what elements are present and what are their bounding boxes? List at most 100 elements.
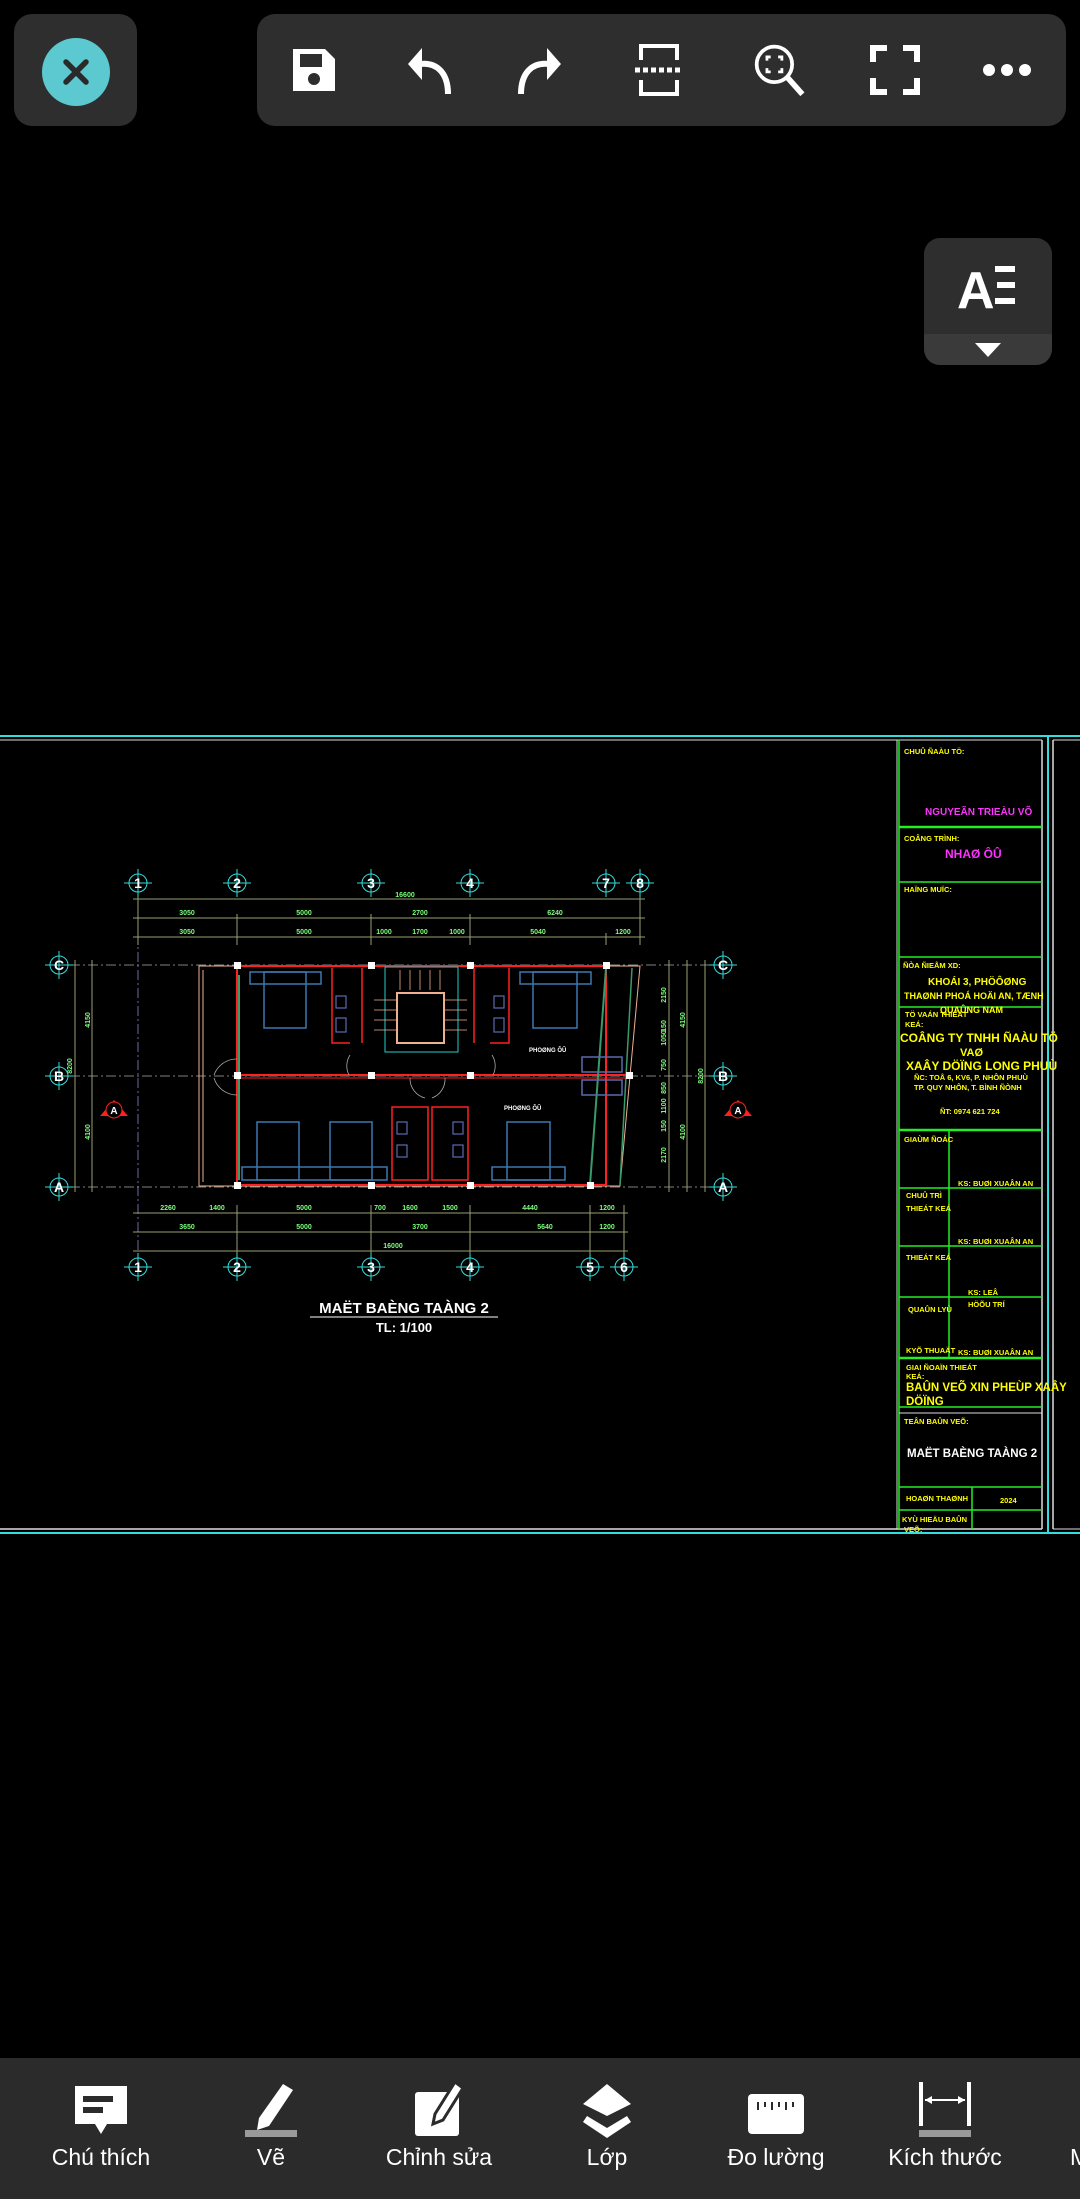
edit-label: Chỉnh sửa	[385, 2144, 493, 2170]
grid-bubble: B	[45, 1062, 73, 1090]
grid-bubble-crosshair	[709, 1173, 737, 1201]
plan-title: MAËT BAÈNG TAÀNG 2	[319, 1300, 489, 1317]
consultant-label-1: TÖ VAÁN THIEÁT	[905, 1010, 968, 1019]
location-label: ÑÒA ÑIEÅM XD:	[903, 961, 961, 970]
grid-bubble-crosshair	[456, 1253, 484, 1281]
grid-bubble-label: 1	[134, 875, 142, 891]
dim-label: 150	[661, 1120, 668, 1132]
more-button[interactable]	[979, 42, 1035, 98]
edit-tool[interactable]: Chỉnh sửa	[359, 2058, 519, 2199]
dim-label: 4100	[85, 1124, 92, 1140]
completed-label: HOAØN THAØNH	[906, 1494, 968, 1503]
dimension-icon	[919, 2082, 971, 2137]
grid-bubble-crosshair	[709, 1062, 737, 1090]
layers-label: Lớp	[586, 2144, 628, 2170]
room-label: PHOØNG ÔÛ	[529, 1046, 566, 1054]
dim-label: 150	[661, 1020, 668, 1032]
grid-bubble: A	[45, 1173, 73, 1201]
text-style-button[interactable]: A	[924, 238, 1052, 365]
dim-label: 4100	[680, 1124, 687, 1140]
grid-bubble-label: 8	[636, 875, 644, 891]
qc-label-2: KYÕ THUAÄT	[906, 1346, 956, 1355]
room-label: PHOØNG ÔÛ	[504, 1104, 541, 1112]
floor-plan: 16600 3050 5000 2700 6240 3050 5000 1000…	[45, 869, 752, 1335]
dim-label: 3050	[179, 910, 195, 917]
location-line-3: QUAÛNG NAM	[940, 1004, 1003, 1015]
designer-name-1: KS: LEÂ	[968, 1288, 999, 1297]
dimension-labels: 16600 3050 5000 2700 6240 3050 5000 1000…	[67, 892, 705, 1250]
bottom-toolbar: Chú thích Vẽ Chỉnh sửa Lớp Đo lường Kích…	[0, 2058, 1080, 2199]
grid-bubble-label: 1	[134, 1259, 142, 1275]
section-marker-right: A	[724, 1100, 752, 1119]
text-style-icon: A	[957, 262, 1015, 312]
director-label: GIAÙM ÑOÁC	[904, 1135, 954, 1144]
grid-bubble-crosshair	[223, 869, 251, 897]
close-button[interactable]	[42, 38, 110, 106]
grid-bubble-crosshair	[592, 869, 620, 897]
redo-button[interactable]	[513, 42, 569, 98]
grid-bubble-crosshair	[576, 1253, 604, 1281]
draw-tool[interactable]: Vẽ	[191, 2058, 351, 2199]
more-icon	[983, 64, 1031, 76]
save-button[interactable]	[286, 42, 342, 98]
grid-bubble-label: 5	[586, 1259, 594, 1275]
designer-name-2: HÖÕU TRÍ	[968, 1300, 1006, 1309]
location-line-2: THAØNH PHOÁ HOÄI AN, TÆNH	[904, 991, 1044, 1001]
dim-label: 700	[374, 1205, 386, 1212]
dim-label: 2700	[412, 910, 428, 917]
grid-bubble-crosshair	[124, 1253, 152, 1281]
zoom-extents-button[interactable]	[752, 42, 808, 98]
draw-label: Vẽ	[256, 2144, 286, 2170]
fullscreen-button[interactable]	[867, 42, 923, 98]
item-label: HAÏNG MUÏC:	[904, 885, 952, 894]
close-icon	[63, 59, 89, 85]
undo-button[interactable]	[400, 42, 456, 98]
completed-year: 2024	[1000, 1496, 1018, 1505]
grid-bubble: 2	[223, 1253, 251, 1281]
grid-bubble-crosshair	[709, 951, 737, 979]
balcony-railings	[581, 1056, 623, 1096]
dimension-lines	[74, 895, 706, 1255]
grid-bubble-label: 2	[233, 875, 241, 891]
annotate-tool[interactable]: Chú thích	[21, 2058, 181, 2199]
grid-bubble-crosshair	[456, 869, 484, 897]
grid-bubble: B	[709, 1062, 737, 1090]
grid-bubble-crosshair	[45, 951, 73, 979]
columns	[234, 962, 633, 1189]
text-style-glyph: A	[957, 262, 995, 312]
phase-label-2: KEÁ:	[906, 1372, 924, 1381]
grid-bubble-crosshair	[357, 1253, 385, 1281]
phase-value-1: BAÛN VEÕ XIN PHEÙP XAÂY	[906, 1381, 1067, 1394]
dim-label: 5000	[296, 929, 312, 936]
grid-bubble: 7	[592, 869, 620, 897]
plan-scale: TL: 1/100	[376, 1320, 432, 1335]
grid-bubble: 1	[124, 1253, 152, 1281]
phase-value-2: DÖÏNG	[906, 1395, 944, 1408]
grid-bubble-crosshair	[45, 1062, 73, 1090]
dim-label: 1700	[412, 929, 428, 936]
qc-label-1: QUAÛN LYÙ	[908, 1305, 952, 1314]
measure-tool[interactable]: Đo lường	[696, 2058, 856, 2199]
layers-tool[interactable]: Lớp	[527, 2058, 687, 2199]
grid-bubble-label: B	[718, 1068, 728, 1084]
staircase	[374, 966, 467, 1053]
dim-label: 5640	[537, 1224, 553, 1231]
ruler-icon	[748, 2094, 804, 2134]
dim-label: 1000	[449, 929, 465, 936]
split-view-button[interactable]	[631, 42, 687, 98]
dim-label: 1050	[661, 1030, 668, 1046]
grid-bubble-label: C	[54, 957, 64, 973]
more-tools-label: M	[1070, 2144, 1080, 2170]
company-address-2: TP. QUY NHÔN, T. BÌNH ÑÒNH	[914, 1083, 1022, 1092]
section-marker-left: A	[100, 1100, 128, 1119]
dimension-tool[interactable]: Kích thước	[865, 2058, 1025, 2199]
dim-label: 4150	[680, 1012, 687, 1028]
consultant-label-2: KEÁ:	[905, 1020, 923, 1029]
director-name: KS: BUØI XUAÂN AN	[958, 1179, 1033, 1188]
redo-icon	[518, 48, 561, 95]
more-tools[interactable]: M	[1060, 2058, 1080, 2199]
company-address-1: ÑC: TOÅ 6, KV6, P. NHÔN PHUÙ	[914, 1073, 1028, 1082]
sheet-code-label-1: KYÙ HIEÄU BAÛN	[902, 1515, 967, 1524]
